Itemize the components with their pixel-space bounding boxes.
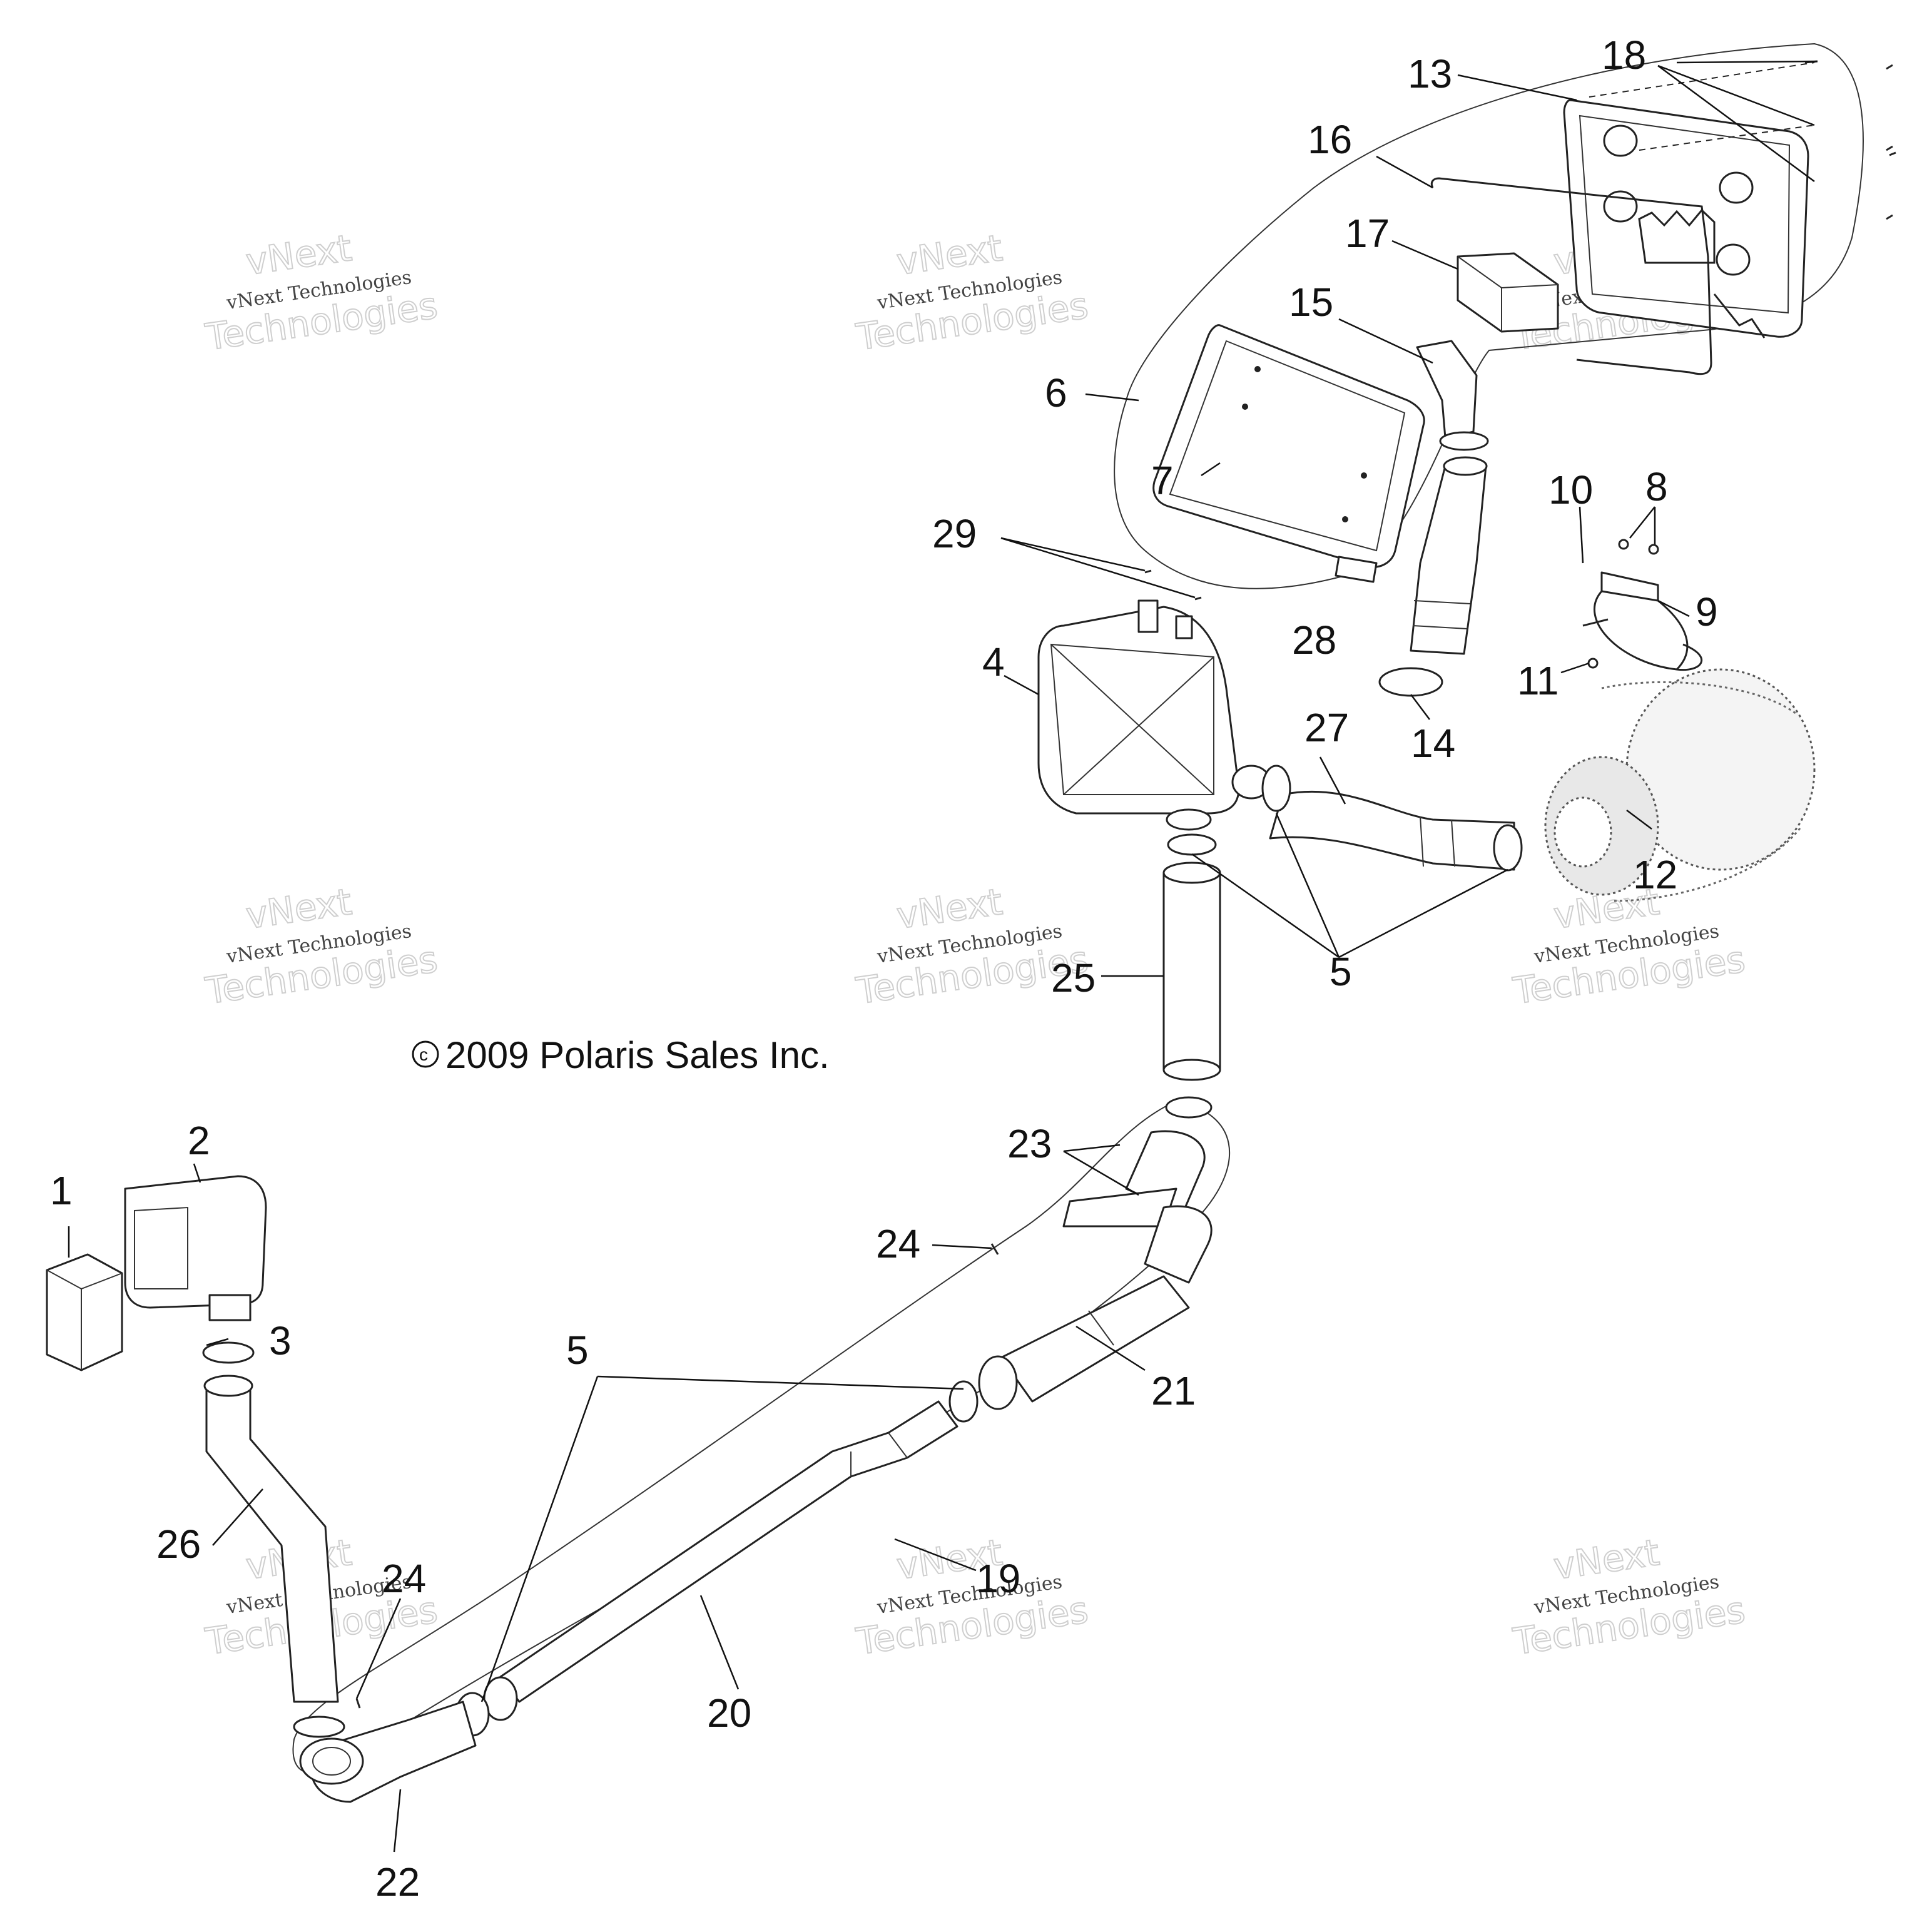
clamp-3: [202, 1341, 255, 1364]
callout-21: 21: [1151, 1368, 1196, 1413]
callout-2: 2: [188, 1118, 210, 1163]
watermark-text: vNext: [894, 880, 1005, 937]
callout-1: 1: [50, 1168, 73, 1213]
clamp-5: [1165, 1096, 1213, 1119]
callout-12: 12: [1633, 852, 1677, 897]
callout-13: 13: [1408, 51, 1452, 96]
clamp-5: [948, 1380, 979, 1423]
clamp-14: [1378, 667, 1443, 697]
callout-27: 27: [1304, 705, 1349, 750]
screw-24: [990, 1243, 999, 1255]
callout-16: 16: [1308, 117, 1352, 162]
callouts: 18 13 16 17 15 6 7 29 8 10 9 11 28 14 27…: [50, 33, 1718, 1904]
hose-20: [499, 1400, 958, 1703]
hose-27: [1269, 790, 1515, 871]
foam-block: [1457, 252, 1559, 333]
intake-housing: [124, 1175, 267, 1321]
callout-29: 29: [932, 511, 977, 556]
callout-22: 22: [375, 1859, 420, 1904]
hose-26: [203, 1375, 339, 1703]
gasket: [1430, 177, 1712, 375]
callout-7: 7: [1151, 458, 1174, 503]
clamp-5: [1261, 765, 1291, 812]
callout-3: 3: [269, 1318, 292, 1363]
callout-24: 24: [382, 1556, 426, 1601]
callout-8: 8: [1645, 464, 1668, 509]
elbow-23: [1062, 1130, 1213, 1284]
clamp-5: [1167, 833, 1217, 856]
callout-11: 11: [1517, 658, 1558, 703]
callout-14: 14: [1411, 721, 1455, 766]
foam-box: [46, 1253, 123, 1371]
screw-29: [1144, 569, 1152, 574]
watermark: vNext Technologies vNext Technologies: [853, 1530, 1091, 1664]
copyright-symbol: c: [419, 1045, 428, 1064]
watermark: vNext Technologies vNext Technologies: [202, 226, 440, 359]
screw-24: [355, 1698, 361, 1709]
air-box: [1037, 599, 1271, 831]
filter-element: [1544, 668, 1816, 902]
cover-plate: [1563, 99, 1809, 338]
watermark: vNext Technologies vNext Technologies: [1510, 1530, 1748, 1664]
callout-6: 6: [1045, 370, 1067, 415]
callout-20: 20: [707, 1690, 751, 1736]
callout-28: 28: [1292, 618, 1336, 663]
callout-9: 9: [1696, 589, 1718, 634]
screw-29: [1194, 596, 1202, 601]
intake-duct: [1416, 340, 1489, 451]
callout-24: 24: [876, 1221, 920, 1266]
screws: [1589, 60, 1896, 220]
callout-5: 5: [1330, 949, 1352, 994]
watermark: vNext Technologies vNext Technologies: [1510, 880, 1748, 1013]
callout-26: 26: [156, 1522, 201, 1567]
copyright-icon: [412, 1040, 439, 1068]
callout-15: 15: [1289, 280, 1333, 325]
watermark-text: vNext: [243, 880, 354, 937]
watermarks: vNext Technologies vNext Technologies vN…: [202, 226, 1748, 1664]
watermark-text: vNext: [1551, 1531, 1662, 1588]
watermark: vNext Technologies vNext Technologies: [853, 226, 1091, 359]
callout-18: 18: [1602, 33, 1646, 78]
watermark-text: vNext: [894, 226, 1005, 283]
copyright: c 2009 Polaris Sales Inc.: [412, 1034, 830, 1076]
callout-5: 5: [566, 1328, 589, 1373]
watermark: vNext Technologies vNext Technologies: [202, 880, 440, 1013]
clamp-5: [1493, 824, 1523, 872]
callout-10: 10: [1548, 467, 1593, 512]
assembly-6-outline: [1114, 43, 1864, 589]
clamp-5: [293, 1716, 345, 1738]
copyright-text: 2009 Polaris Sales Inc.: [445, 1034, 830, 1076]
elbow-22: [299, 1701, 477, 1803]
callout-17: 17: [1345, 211, 1390, 256]
watermark-text: vNext: [243, 226, 354, 283]
callout-23: 23: [1007, 1121, 1052, 1166]
leader-lines: [68, 60, 1818, 1853]
tube-25: [1162, 862, 1221, 1081]
filter-panel: [1152, 324, 1425, 583]
callout-4: 4: [982, 639, 1005, 684]
callout-25: 25: [1051, 955, 1096, 1000]
mounting-band: [1582, 539, 1703, 671]
hose-28: [1410, 456, 1488, 655]
callout-19: 19: [976, 1556, 1020, 1601]
